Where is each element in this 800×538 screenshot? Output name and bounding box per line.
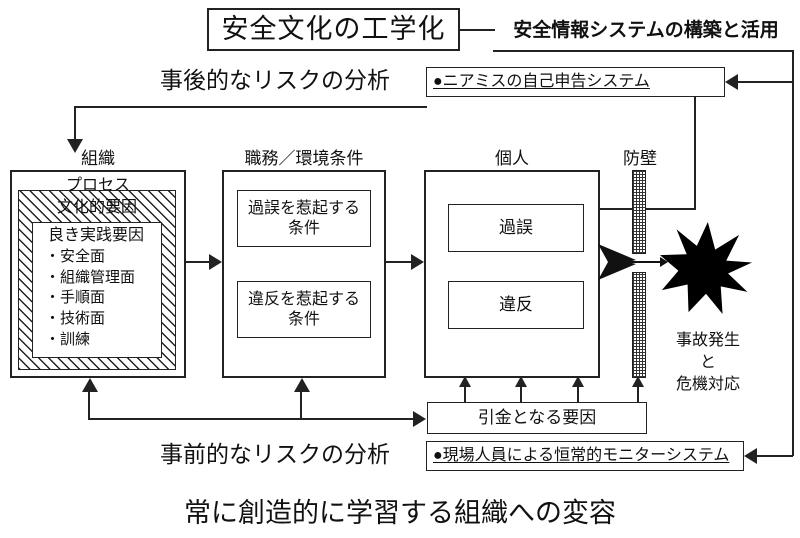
trigger-factors-box[interactable]: 引金となる要因: [427, 402, 647, 434]
good-practice-title-text: 良き実践要因: [47, 226, 144, 244]
job-env-caption-text: 職務／環境条件: [244, 149, 364, 169]
trigger-up-arrow-icon-1: [459, 376, 471, 387]
trigger-factors-label: 引金となる要因: [477, 407, 597, 427]
proactive-to-jobenv-arrow-icon: [294, 378, 310, 392]
individual-violation-label: 違反: [499, 294, 533, 314]
error-condition-box[interactable]: 過誤を惹起する 条件: [237, 190, 371, 247]
org-to-jobenv-arrow-icon: [209, 254, 222, 270]
barrier-caption-text: 防壁: [623, 149, 657, 169]
proactive-to-org-arrow-icon: [82, 378, 98, 392]
job-env-caption: 職務／環境条件: [222, 148, 386, 170]
monitor-feed-line: [757, 455, 793, 457]
list-item: ・技術面: [45, 310, 106, 328]
accident-label-text: 事故発生 と 危機対応: [675, 332, 740, 393]
trigger-up-line-4: [637, 382, 639, 403]
diagram-title: 安全文化の工学化: [221, 14, 446, 45]
violation-condition-box[interactable]: 違反を惹起する 条件: [237, 281, 371, 338]
title-connector-line: [459, 29, 495, 31]
individual-violation-box[interactable]: 違反: [448, 281, 584, 329]
reactive-path-horizontal: [75, 106, 427, 108]
monitor-feed-arrow-icon: [744, 448, 757, 464]
bottom-caption-text: 常に創造的に学習する組織への変容: [184, 498, 616, 529]
proactive-path-horizontal: [88, 418, 413, 420]
accident-to-nearmiss-vertical: [694, 97, 696, 210]
reactive-risk-text: 事後的なリスクの分析: [160, 66, 390, 93]
organization-caption-text: 組織: [81, 149, 115, 169]
error-condition-label: 過誤を惹起する 条件: [247, 200, 360, 237]
individual-error-box[interactable]: 過誤: [448, 204, 584, 252]
individual-box[interactable]: [424, 170, 600, 378]
reactive-path-vertical: [74, 106, 76, 141]
accident-to-nearmiss-horizontal: [600, 208, 696, 210]
top-frame-line: [493, 50, 794, 52]
accident-left-drop: [600, 208, 602, 210]
individual-caption-text: 個人: [495, 149, 529, 169]
monitor-box[interactable]: ●現場人員による恒常的モニターシステム: [426, 441, 744, 471]
reactive-risk-label: 事後的なリスクの分析: [140, 64, 410, 96]
good-practice-title: 良き実践要因: [33, 225, 159, 247]
org-to-jobenv-line: [186, 261, 209, 263]
proactive-to-org-vertical: [88, 390, 90, 420]
near-miss-box[interactable]: ●ニアミスの自己申告システム: [426, 67, 725, 97]
cultural-factors-text: 文化的要因: [56, 198, 137, 216]
starburst-icon: [660, 222, 752, 314]
organization-process-label: プロセス: [14, 175, 182, 197]
reactive-path-arrow-icon: [67, 139, 83, 153]
good-practice-items: ・安全面 ・組織管理面 ・手順面 ・技術面 ・訓練: [45, 247, 161, 350]
proactive-risk-text: 事前的なリスクの分析: [160, 440, 390, 467]
diagram-title-box: 安全文化の工学化: [207, 8, 460, 51]
proactive-risk-label: 事前的なリスクの分析: [140, 438, 410, 470]
list-item: ・組織管理面: [45, 268, 136, 286]
list-item: ・訓練: [45, 330, 91, 348]
trigger-up-line-3: [577, 382, 579, 403]
cultural-factors-label: 文化的要因: [22, 196, 172, 220]
list-item: ・安全面: [45, 248, 106, 265]
right-rail-line: [792, 50, 794, 456]
individual-caption: 個人: [424, 148, 600, 170]
trigger-up-arrow-icon-2: [515, 376, 527, 387]
proactive-path-arrow-icon: [413, 411, 426, 427]
monitor-label: ●現場人員による恒常的モニターシステム: [433, 447, 730, 465]
barrier-bar-lower: [632, 272, 646, 378]
trigger-up-arrow-icon-3: [572, 376, 584, 387]
organization-caption: 組織: [10, 148, 186, 170]
trigger-up-arrow-icon-4: [632, 376, 644, 387]
bottom-caption: 常に創造的に学習する組織への変容: [110, 495, 690, 533]
trigger-up-line-1: [464, 382, 466, 403]
trigger-up-line-2: [520, 382, 522, 403]
near-miss-feed-line: [738, 81, 793, 83]
barrier-bar-upper: [632, 170, 646, 254]
barrier-caption: 防壁: [612, 148, 668, 170]
good-practice-box[interactable]: 良き実践要因 ・安全面 ・組織管理面 ・手順面 ・技術面 ・訓練: [32, 222, 162, 358]
barrier-pierce-arrow-icon: [598, 244, 668, 280]
organization-process-text: プロセス: [65, 176, 130, 194]
individual-error-label: 過誤: [499, 217, 533, 237]
near-miss-feed-arrow-icon: [725, 74, 738, 90]
proactive-to-jobenv-vertical: [300, 390, 302, 419]
top-right-heading-text: 安全情報システムの構築と活用: [513, 20, 779, 42]
near-miss-label: ●ニアミスの自己申告システム: [433, 73, 650, 91]
top-right-heading: 安全情報システムの構築と活用: [492, 17, 800, 45]
jobenv-to-individual-arrow-icon: [411, 254, 424, 270]
accident-label: 事故発生 と 危機対応: [656, 312, 760, 392]
violation-condition-label: 違反を惹起する 条件: [247, 291, 360, 328]
list-item: ・手順面: [45, 289, 106, 307]
jobenv-to-individual-line: [386, 261, 411, 263]
